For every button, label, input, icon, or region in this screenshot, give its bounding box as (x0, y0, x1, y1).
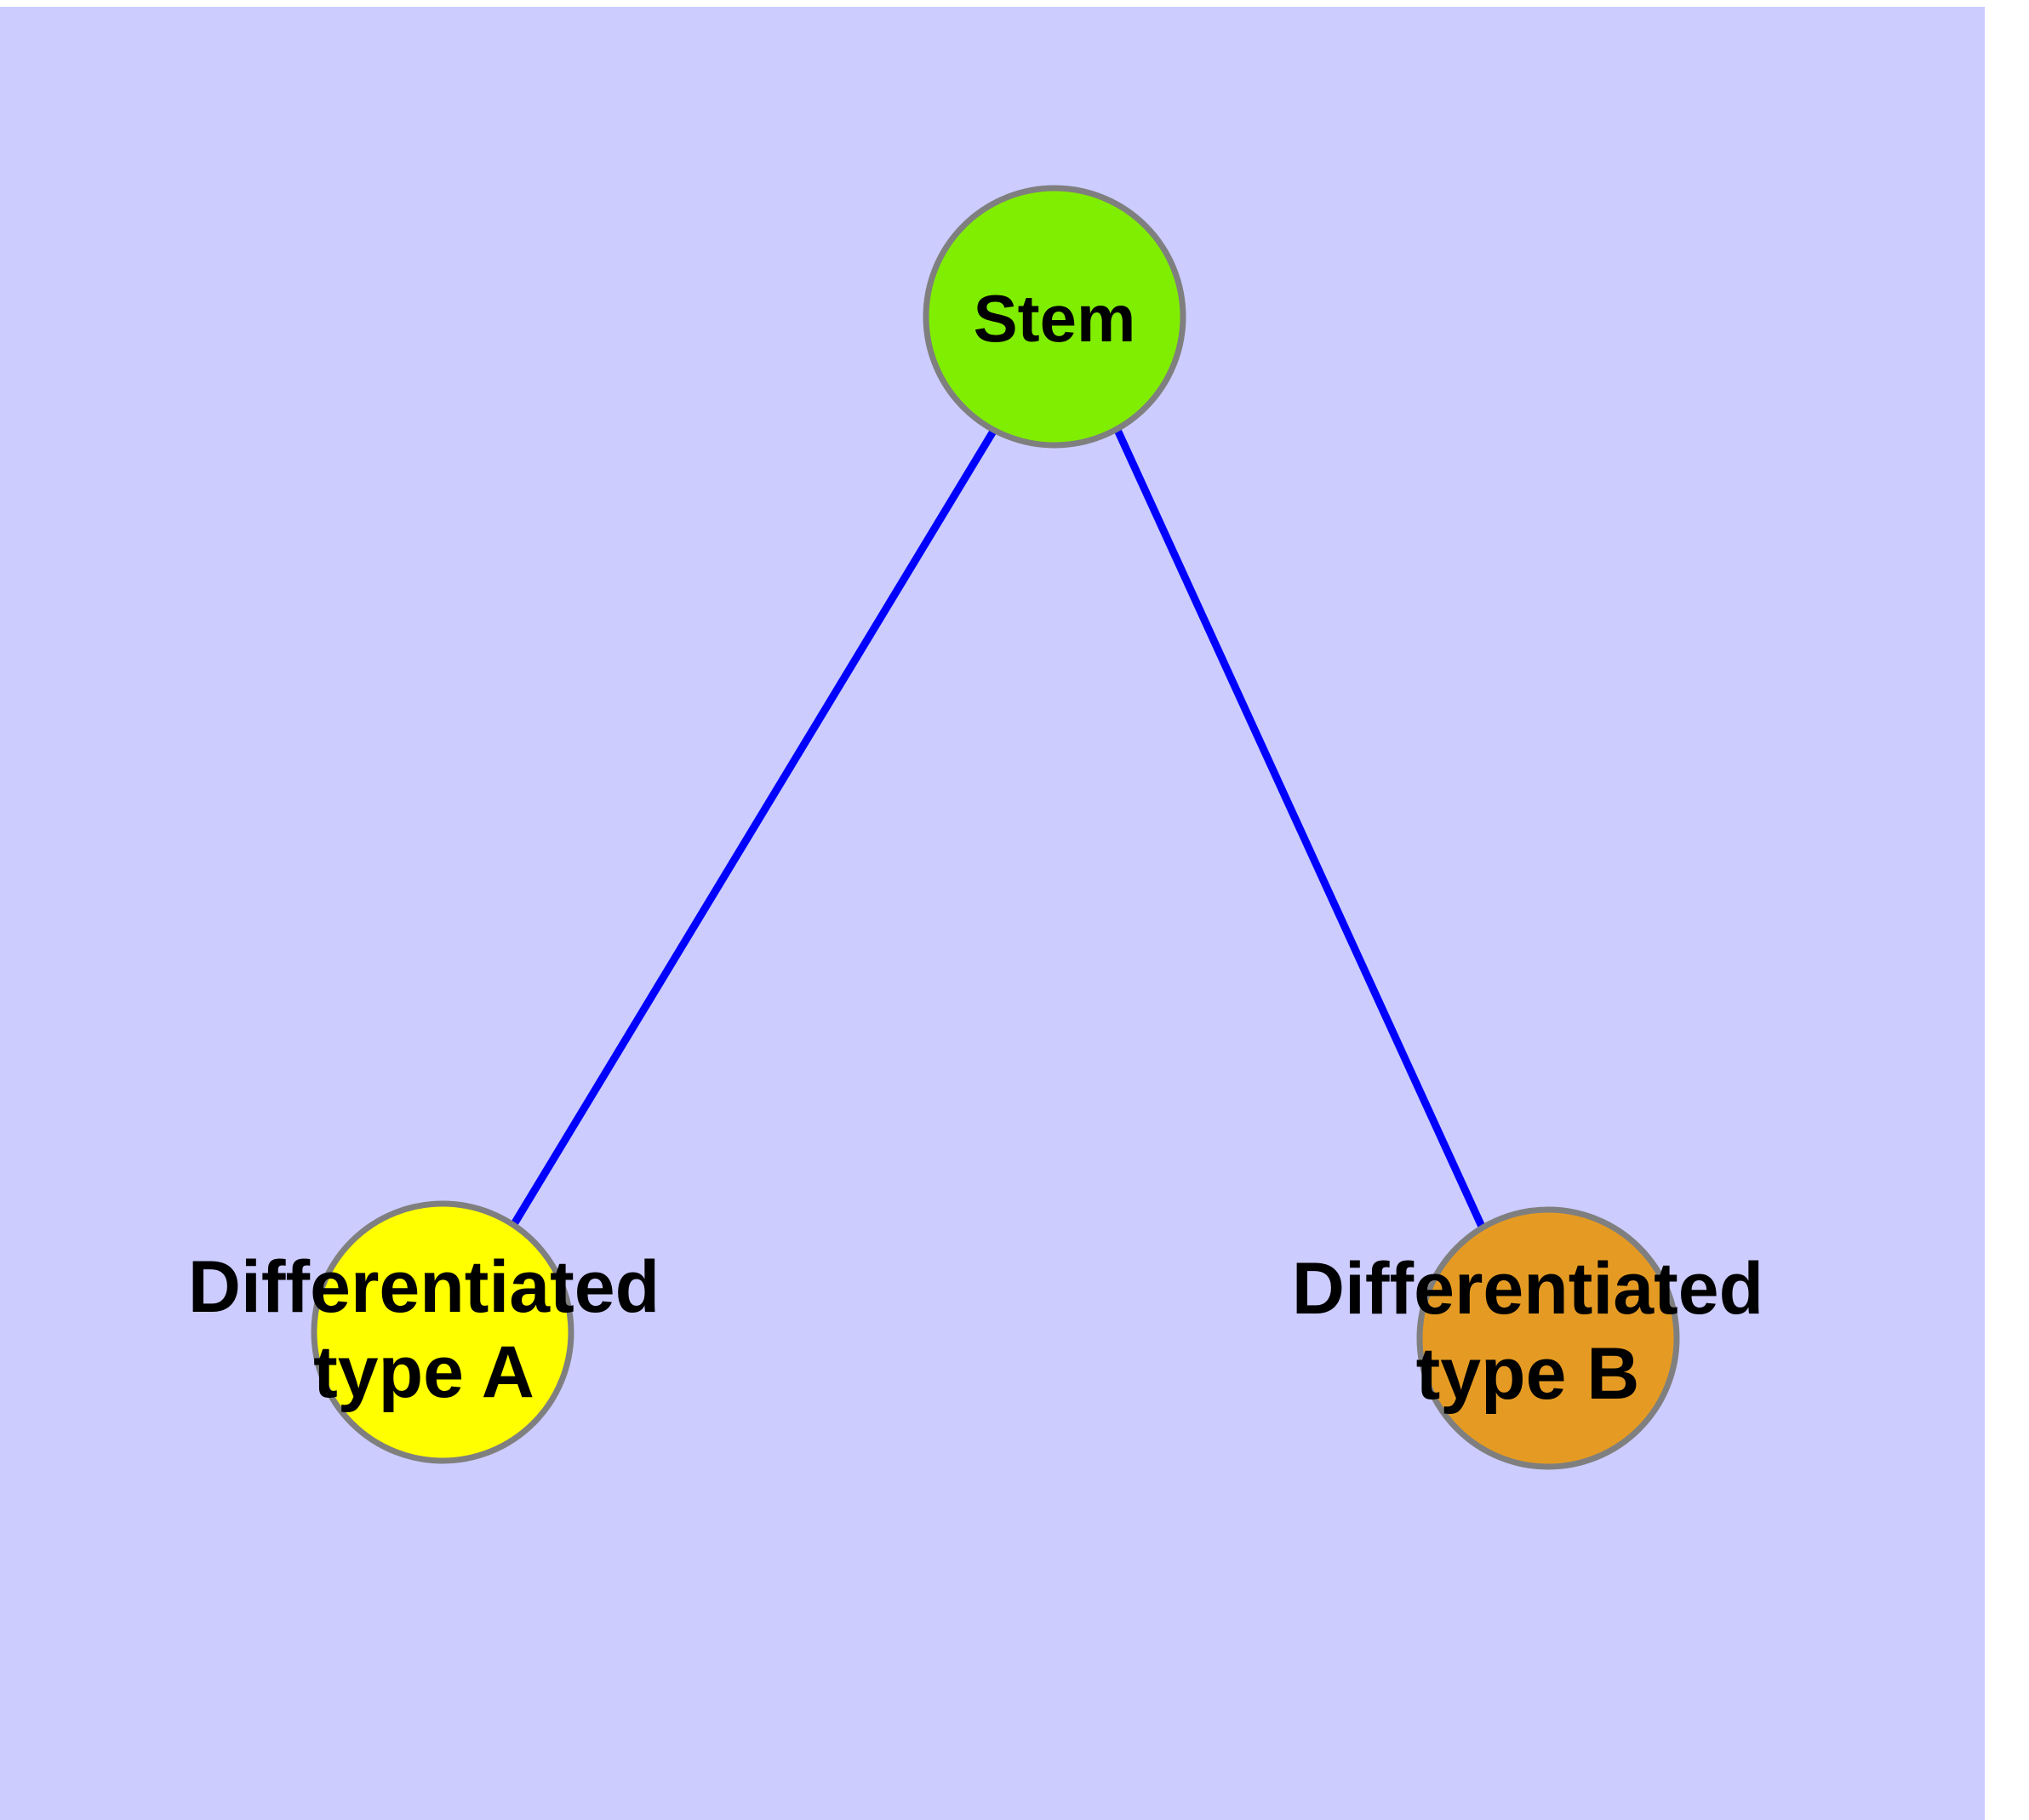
node-label-line: type A (313, 1331, 534, 1413)
node-label-line: Differentiated (1292, 1248, 1763, 1330)
node-label-stem: Stem (974, 281, 1136, 356)
node-label-line: Differentiated (188, 1246, 660, 1328)
node-label-line: Stem (974, 281, 1136, 356)
graph-edge-stem-to-a (511, 427, 997, 1227)
node-diff-a[interactable] (311, 1200, 574, 1464)
node-diff-b[interactable] (1416, 1206, 1680, 1470)
edges-layer (511, 427, 1487, 1230)
node-label-line: type B (1416, 1333, 1640, 1415)
graph-edge-stem-to-b (1113, 428, 1487, 1230)
nodes-layer (311, 185, 1680, 1470)
node-stem[interactable] (923, 185, 1186, 449)
